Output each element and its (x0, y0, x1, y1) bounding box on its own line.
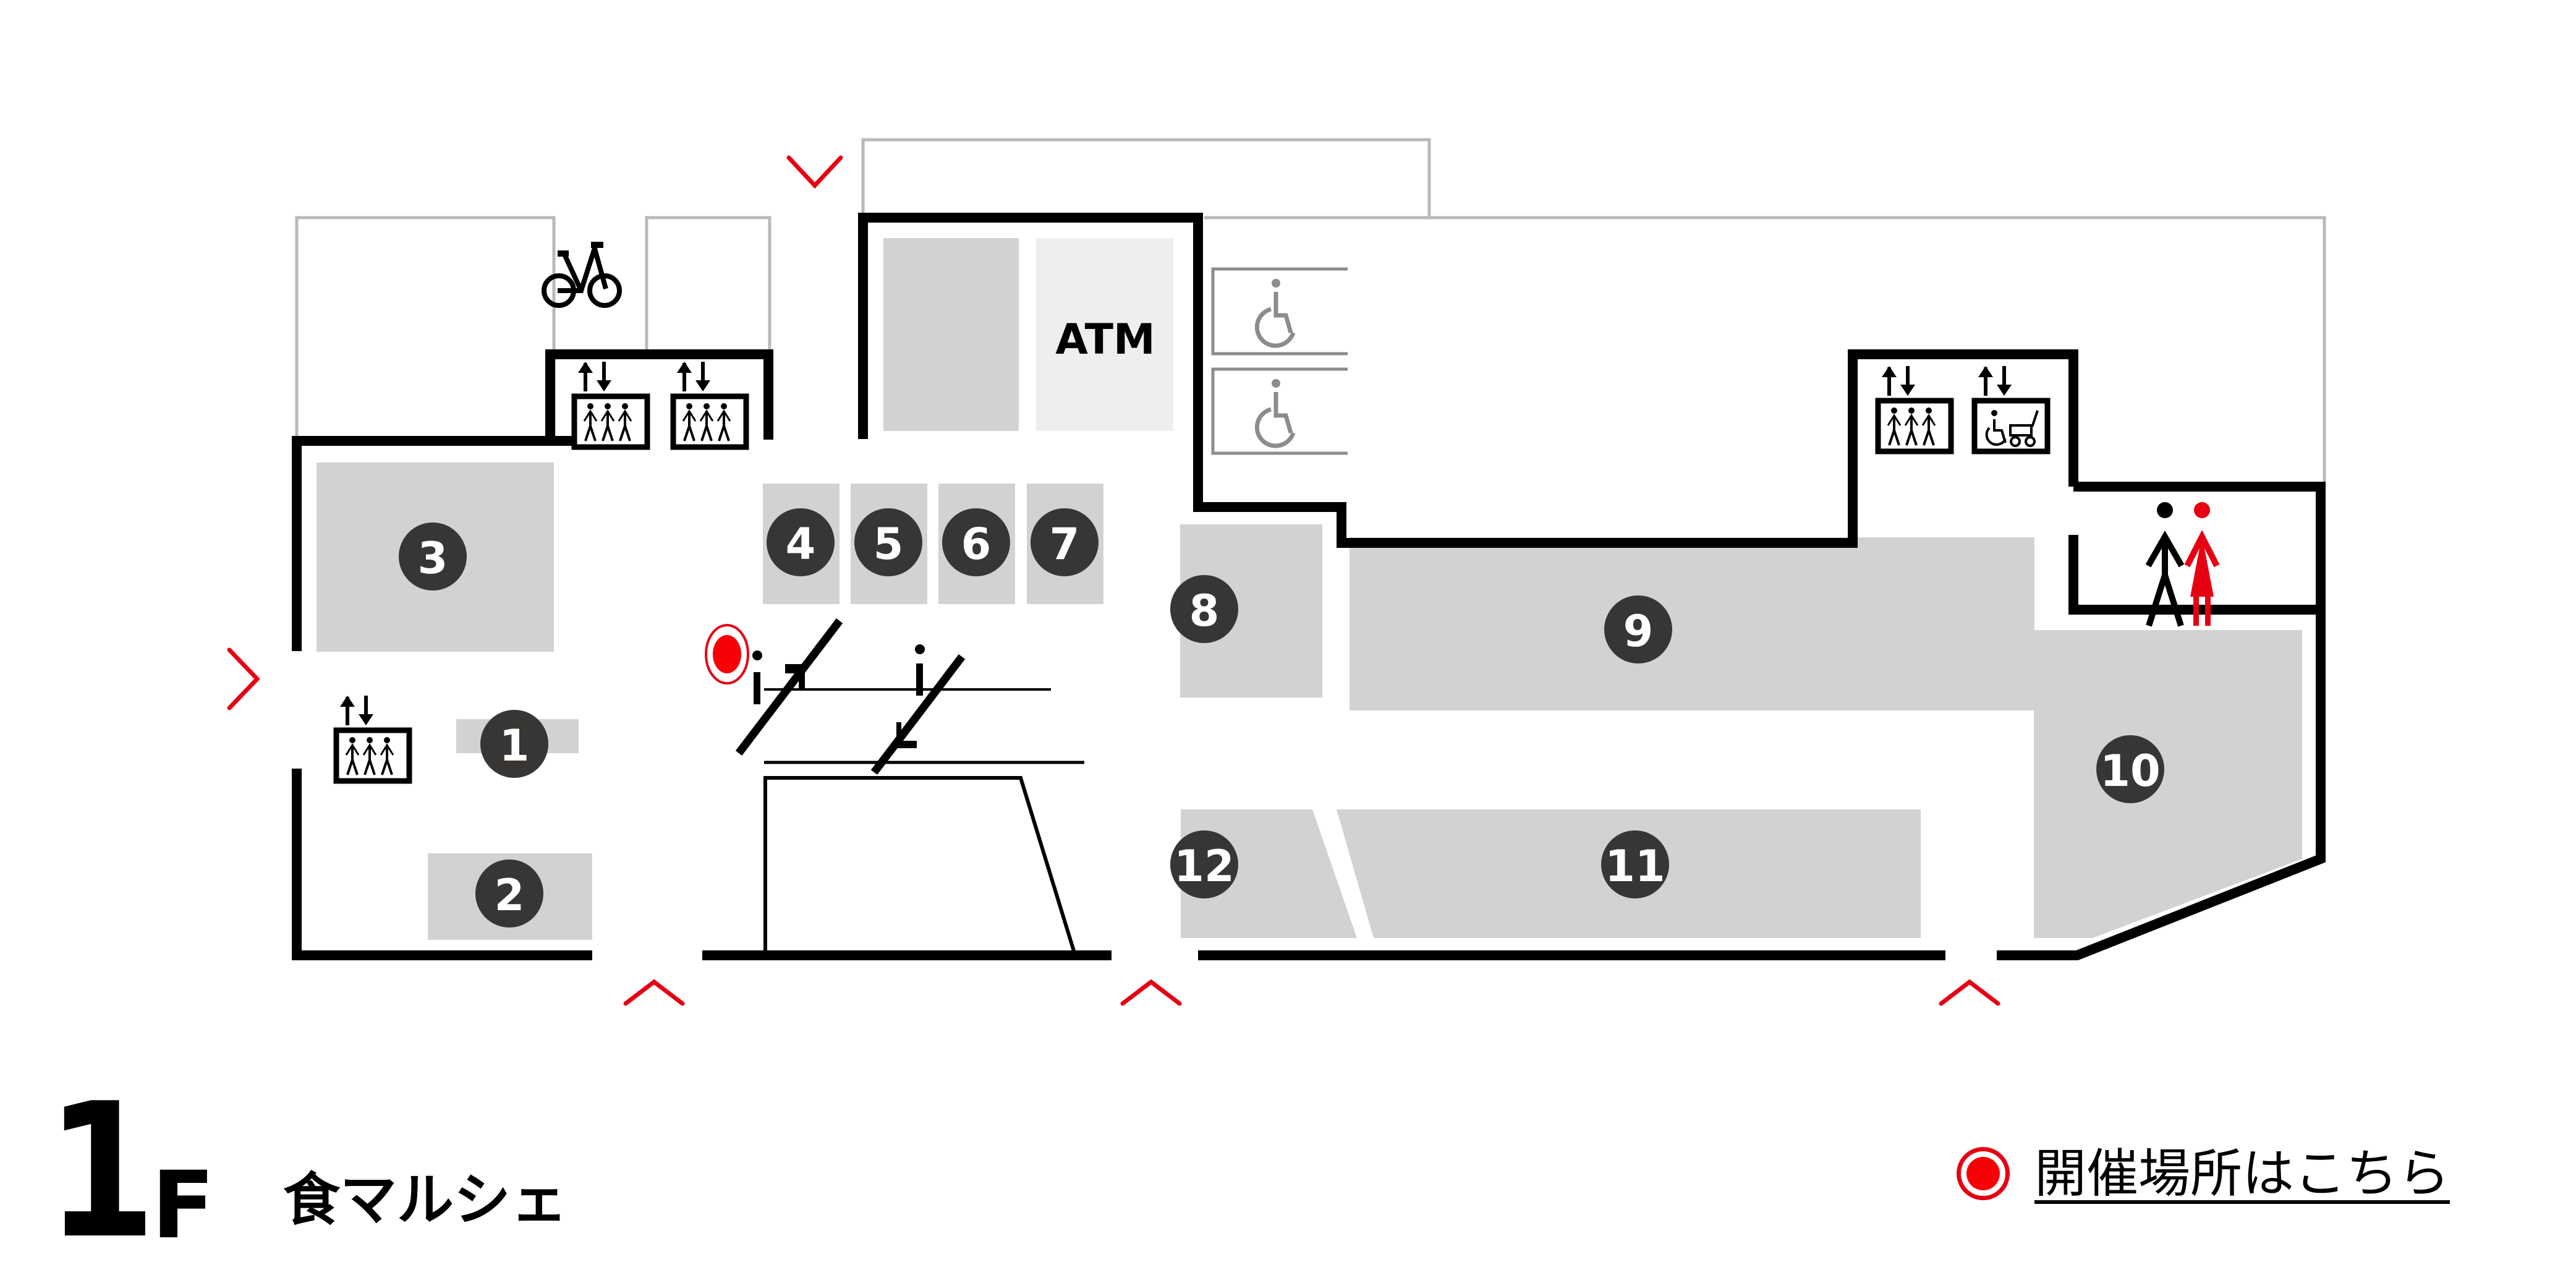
shop-number: 2 (495, 870, 525, 921)
shop-number: 10 (2100, 746, 2160, 796)
atm-left-area (883, 238, 1019, 431)
entrances (227, 155, 2000, 1006)
shop-number: 1 (499, 720, 530, 771)
shop-badge-12[interactable]: 12 (1170, 830, 1238, 898)
wheelchair-elevator-icon (1971, 366, 2051, 454)
floor-number: 1 (46, 1064, 156, 1279)
badge-circle (767, 508, 835, 576)
escalator-area (735, 618, 1084, 953)
accessible-parking-icon (1254, 379, 1296, 448)
entrance-south-2-arrow[interactable] (1120, 979, 1182, 1006)
badge-circle (399, 522, 467, 591)
elevators (333, 362, 2051, 784)
shop-10-block[interactable] (2034, 630, 2302, 938)
shop-badge-11[interactable]: 11 (1601, 830, 1669, 898)
atm-area[interactable] (1036, 238, 1173, 431)
venue-legend-link[interactable]: 開催場所はこちら (2034, 1143, 2451, 1204)
shop-badge-5[interactable]: 5 (854, 508, 922, 576)
shop-badge-2[interactable]: 2 (475, 859, 543, 928)
entrance-north-arrow[interactable] (786, 155, 843, 189)
elevator-icon (1875, 366, 1954, 454)
entrance-south-3-arrow[interactable] (1939, 979, 2000, 1006)
restroom-icon (2145, 502, 2220, 627)
bicycle-parking-icon (542, 242, 622, 308)
badge-circle (1601, 830, 1669, 898)
badge-circle (480, 710, 548, 778)
elevator-icon (571, 362, 650, 450)
accessible-parking-icons (1211, 267, 1348, 455)
accessible-parking-icon (1254, 279, 1296, 348)
escalator-down-arrow-icon (870, 654, 966, 775)
shop-badge-9[interactable]: 9 (1604, 595, 1672, 663)
atm-label: ATM (1055, 315, 1155, 364)
shop-number: 9 (1623, 606, 1654, 657)
badge-circle (942, 508, 1010, 576)
shop-number: 11 (1605, 841, 1665, 892)
badge-circle (1170, 830, 1238, 898)
info-i-icon (752, 644, 925, 704)
shop-badge-4[interactable]: 4 (767, 508, 835, 576)
shop-number: 8 (1189, 586, 1220, 636)
shop-number: 5 (874, 519, 904, 569)
badge-circle (475, 859, 543, 928)
walls (292, 213, 2326, 960)
badge-circle (1170, 575, 1238, 643)
shop-9-block[interactable] (1350, 537, 2034, 710)
shop-badge-1[interactable]: 1 (480, 710, 548, 778)
exterior-outlines (295, 138, 2326, 482)
escalator-up-arrow-icon (735, 618, 843, 756)
floor-name: 食マルシェ (283, 1167, 568, 1233)
shop-number: 4 (786, 519, 816, 569)
badge-circle (854, 508, 922, 576)
elevator-icon (670, 362, 749, 450)
shop-badge-8[interactable]: 8 (1170, 575, 1238, 643)
shop-badge-7[interactable]: 7 (1031, 508, 1099, 576)
shop-number: 12 (1174, 841, 1234, 892)
entrance-west-arrow[interactable] (227, 647, 260, 710)
venue-marker-icon[interactable] (705, 624, 749, 685)
venue-marker-icon (1957, 1147, 2010, 1200)
entrance-south-1-arrow[interactable] (623, 979, 685, 1006)
shop-badge-3[interactable]: 3 (399, 522, 467, 591)
shop-badge-6[interactable]: 6 (942, 508, 1010, 576)
badge-circle (1604, 595, 1672, 663)
venue-legend[interactable]: 開催場所はこちら (1957, 1147, 2450, 1200)
badge-circle (1031, 508, 1099, 576)
badge-circle (2096, 735, 2164, 803)
shop-number: 7 (1050, 519, 1080, 569)
elevator-icon (333, 696, 412, 784)
floor-suffix: F (151, 1152, 215, 1260)
shop-number: 3 (418, 533, 448, 584)
shop-number: 6 (961, 519, 992, 569)
shop-badge-10[interactable]: 10 (2096, 735, 2164, 803)
